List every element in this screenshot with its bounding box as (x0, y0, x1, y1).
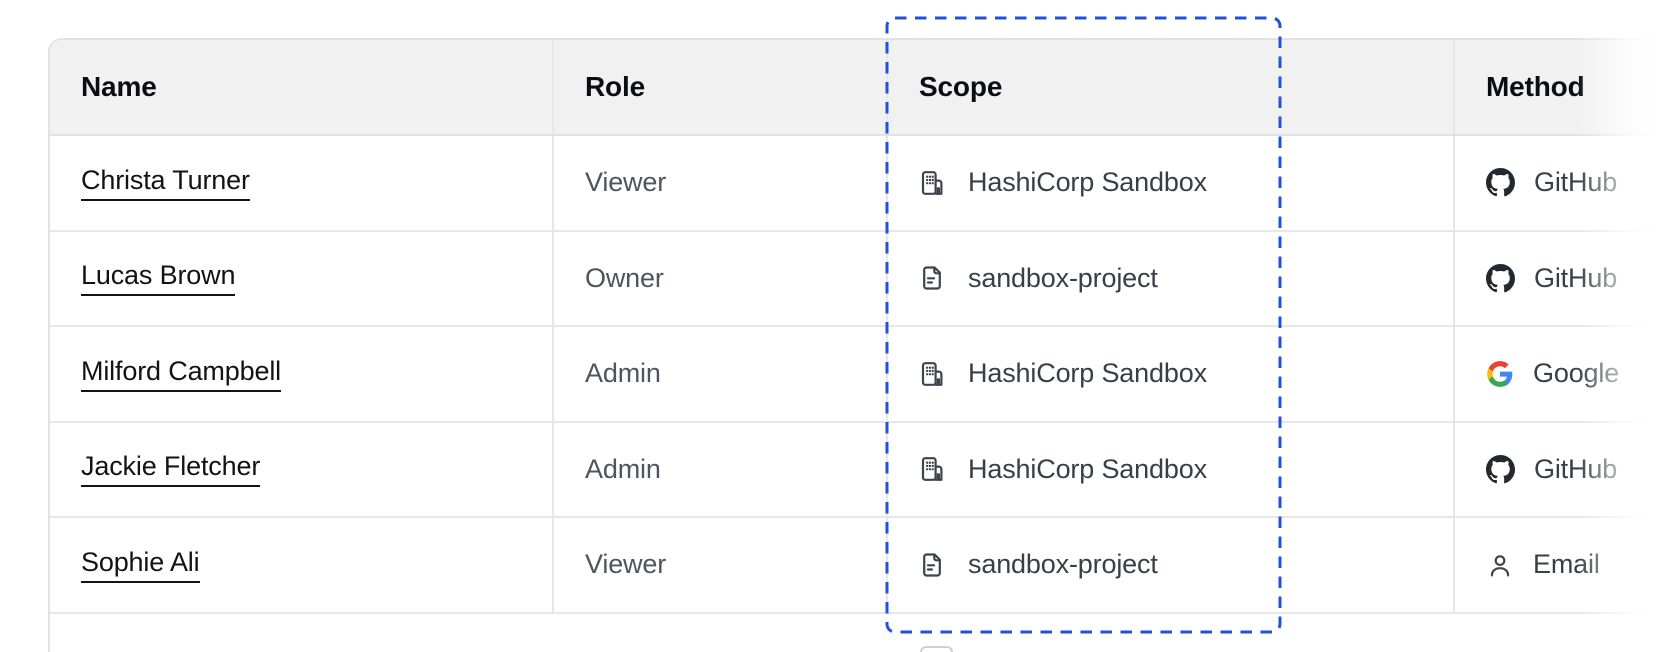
method-cell: GitHub (1455, 232, 1672, 326)
scope-value: sandbox-project (968, 549, 1158, 580)
role-value: Owner (585, 262, 664, 293)
method-cell: GitHub (1455, 423, 1672, 517)
members-table: Name Role Scope Method Christa Turner Vi… (48, 38, 1672, 652)
table-row: Christa Turner Viewer HashiCorp Sandbox … (50, 136, 1672, 232)
column-header-name: Name (50, 40, 554, 134)
method-value: Google (1533, 358, 1620, 389)
member-name-link[interactable]: Lucas Brown (81, 260, 235, 297)
method-cell: GitHub (1455, 136, 1672, 230)
scope-cell: HashiCorp Sandbox (888, 327, 1455, 421)
scope-value: HashiCorp Sandbox (968, 358, 1207, 389)
table-row: Jackie Fletcher Admin HashiCorp Sandbox … (50, 422, 1672, 518)
role-cell: Owner (554, 231, 888, 325)
role-value: Admin (585, 358, 661, 389)
scope-cell: sandbox-project (888, 518, 1455, 612)
member-name-link[interactable]: Christa Turner (81, 165, 250, 201)
role-cell: Viewer (554, 136, 888, 230)
column-header-method: Method (1486, 71, 1585, 102)
scope-value: HashiCorp Sandbox (968, 167, 1207, 198)
scope-value: sandbox-project (968, 262, 1158, 293)
role-cell: Admin (554, 327, 888, 421)
member-name-link[interactable]: Milford Campbell (81, 356, 281, 392)
next-row-partial-icon (920, 646, 953, 652)
scope-cell: HashiCorp Sandbox (888, 136, 1455, 230)
org-icon (918, 455, 946, 483)
table-row: Lucas Brown Owner sandbox-project GitHub (50, 231, 1672, 327)
scope-value: HashiCorp Sandbox (968, 453, 1207, 484)
role-cell: Admin (554, 422, 888, 516)
google-icon (1486, 360, 1514, 388)
role-value: Admin (585, 453, 661, 484)
column-header-scope: Scope (888, 40, 1455, 134)
github-icon (1486, 263, 1515, 293)
user-icon (1486, 551, 1514, 579)
role-value: Viewer (585, 167, 667, 198)
scope-cell: HashiCorp Sandbox (888, 422, 1455, 516)
table-header-row: Name Role Scope Method (50, 40, 1672, 136)
name-cell: Christa Turner (50, 136, 554, 230)
file-icon (918, 551, 946, 579)
role-cell: Viewer (554, 518, 888, 612)
role-value: Viewer (585, 549, 667, 580)
table-body: Christa Turner Viewer HashiCorp Sandbox … (50, 136, 1672, 614)
table-row: Sophie Ali Viewer sandbox-project Email (50, 518, 1672, 614)
name-cell: Sophie Ali (50, 518, 554, 612)
name-cell: Jackie Fletcher (50, 422, 554, 516)
table-row: Milford Campbell Admin HashiCorp Sandbox… (50, 327, 1672, 423)
name-cell: Milford Campbell (50, 327, 554, 421)
org-icon (918, 360, 946, 388)
method-cell: Google (1455, 327, 1672, 421)
member-name-link[interactable]: Jackie Fletcher (81, 451, 260, 488)
member-name-link[interactable]: Sophie Ali (81, 547, 200, 583)
github-icon (1486, 454, 1515, 484)
method-value: GitHub (1534, 167, 1618, 198)
method-value: GitHub (1534, 262, 1618, 293)
org-icon (918, 169, 946, 197)
github-icon (1486, 168, 1515, 197)
name-cell: Lucas Brown (50, 231, 554, 325)
method-cell: Email (1455, 518, 1672, 612)
column-header-role: Role (554, 40, 888, 134)
file-icon (918, 264, 946, 292)
scope-cell: sandbox-project (888, 231, 1455, 325)
method-value: GitHub (1534, 453, 1618, 484)
method-value: Email (1533, 549, 1600, 580)
